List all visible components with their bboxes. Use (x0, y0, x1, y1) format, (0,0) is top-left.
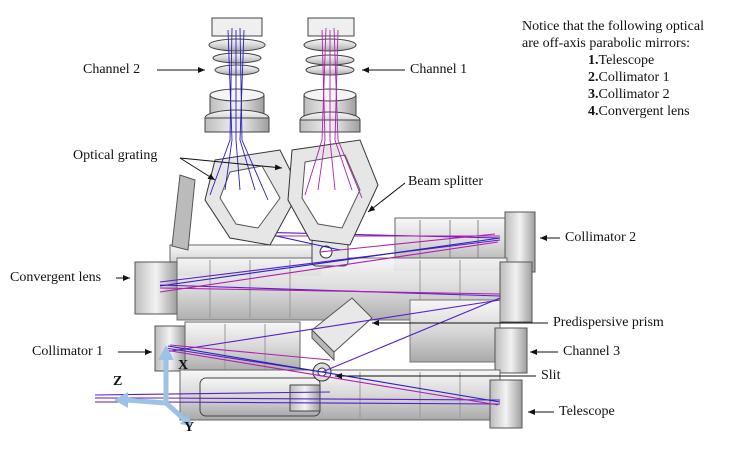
mirror-item: 1.Telescope (588, 53, 655, 68)
label-channel2: Channel 2 (83, 62, 141, 77)
bench-rays (94, 227, 501, 406)
coordinate-axes (114, 345, 192, 426)
label-predispersive-prism: Predispersive prism (553, 315, 664, 330)
label-collimator2: Collimator 2 (565, 230, 637, 245)
mirror-item: 2.Collimator 1 (588, 70, 670, 85)
leader-arrows (116, 67, 560, 415)
note-line-1: Notice that the following optical (522, 19, 704, 34)
mirror-list: 1.Telescope 2.Collimator 1 3.Collimator … (522, 52, 704, 120)
label-beam-splitter: Beam splitter (408, 174, 484, 189)
collimator1-row (154, 299, 528, 374)
label-channel1: Channel 1 (410, 62, 468, 77)
label-optical-grating: Optical grating (73, 148, 158, 163)
channel1-column (299, 17, 363, 199)
beam-splitter-hub (311, 237, 349, 267)
label-telescope: Telescope (559, 404, 615, 419)
channel2-column (204, 17, 270, 201)
mirror-item: 3.Collimator 2 (588, 87, 670, 102)
label-convergent-lens: Convergent lens (10, 270, 102, 285)
mirror-item: 4.Convergent lens (588, 104, 690, 119)
mirror-note: Notice that the following optical are of… (522, 18, 704, 120)
axis-y-label: Y (184, 420, 195, 435)
axis-x-label: X (178, 358, 189, 373)
label-slit: Slit (541, 368, 561, 383)
axis-z-label: Z (113, 374, 123, 389)
label-channel3: Channel 3 (563, 344, 621, 359)
optical-bench (134, 211, 536, 429)
label-collimator1: Collimator 1 (32, 344, 104, 359)
note-line-2: are off-axis parabolic mirrors: (522, 36, 691, 51)
grating-frames (171, 139, 379, 251)
